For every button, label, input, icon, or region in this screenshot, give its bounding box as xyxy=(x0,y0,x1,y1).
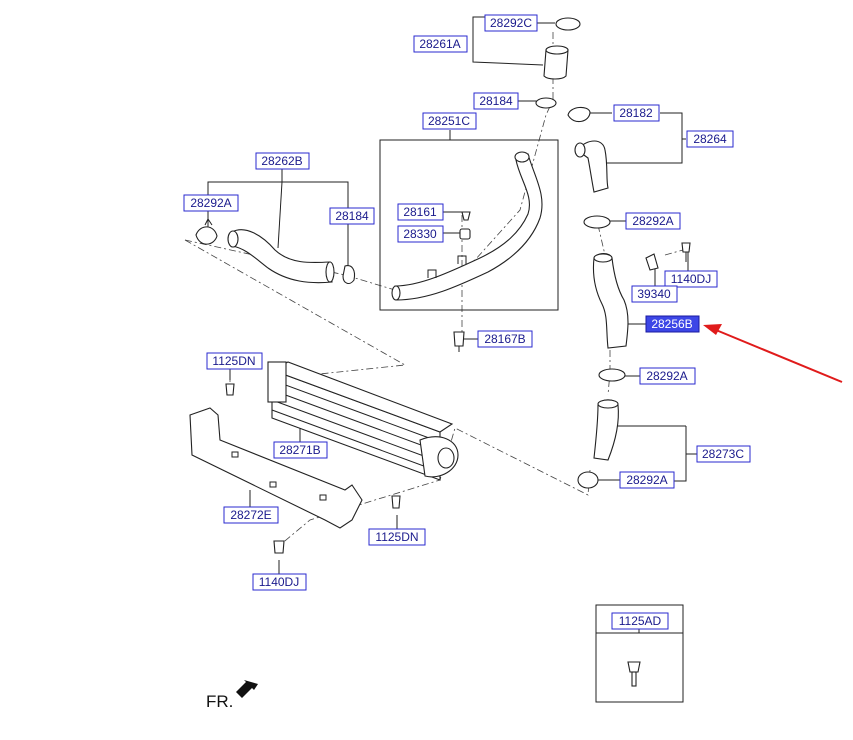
clamp-28292c xyxy=(555,17,581,31)
bolt-1140dj-bottom xyxy=(273,540,285,554)
label-1140dj-right[interactable]: 1140DJ xyxy=(664,270,718,288)
svg-text:28292A: 28292A xyxy=(190,196,231,210)
svg-text:39340: 39340 xyxy=(637,287,671,301)
bracket-39340 xyxy=(645,253,659,271)
svg-text:28273C: 28273C xyxy=(702,447,744,461)
clamp-28292a-low xyxy=(598,368,626,382)
svg-text:28161: 28161 xyxy=(403,205,437,219)
svg-text:28272E: 28272E xyxy=(230,508,271,522)
part-labels: 28292C 28261A 28184 28182 28264 28251C 2… xyxy=(183,14,751,630)
label-28273c[interactable]: 28273C xyxy=(696,445,751,463)
clamp-28292a-left xyxy=(195,218,218,245)
air-guide-28272e xyxy=(189,407,363,529)
svg-text:1140DJ: 1140DJ xyxy=(671,272,711,286)
svg-text:28184: 28184 xyxy=(335,209,369,223)
label-28161[interactable]: 28161 xyxy=(397,203,444,221)
bolt-28167b xyxy=(453,331,465,352)
hose-28262b xyxy=(227,229,335,284)
front-direction-indicator: FR. xyxy=(206,680,258,711)
bolt-1140dj-right xyxy=(681,242,691,262)
front-arrow-icon xyxy=(236,680,258,698)
label-28256b[interactable]: 28256B xyxy=(645,315,700,333)
svg-text:28271B: 28271B xyxy=(279,443,320,457)
front-label: FR. xyxy=(206,692,233,711)
svg-text:28167B: 28167B xyxy=(484,332,525,346)
svg-text:28264: 28264 xyxy=(693,132,727,146)
label-1125dn-bottom[interactable]: 1125DN xyxy=(368,528,426,546)
label-28292c[interactable]: 28292C xyxy=(484,14,538,32)
bolt-1125dn-top xyxy=(225,383,235,396)
bolt-28161 xyxy=(461,211,471,221)
label-1125ad[interactable]: 1125AD xyxy=(611,612,669,630)
svg-text:28256B: 28256B xyxy=(651,317,692,331)
label-28184-left[interactable]: 28184 xyxy=(329,207,375,225)
svg-text:28261A: 28261A xyxy=(419,37,460,51)
clamp-28184-top xyxy=(535,97,557,109)
svg-text:28292C: 28292C xyxy=(490,16,532,30)
label-28167b[interactable]: 28167B xyxy=(477,330,533,348)
label-28261a[interactable]: 28261A xyxy=(413,35,468,53)
label-39340[interactable]: 39340 xyxy=(631,285,678,303)
hose-28264 xyxy=(574,140,609,193)
svg-text:28182: 28182 xyxy=(619,106,653,120)
grommet-28330 xyxy=(459,228,471,240)
label-28272e[interactable]: 28272E xyxy=(223,506,279,524)
svg-text:28292A: 28292A xyxy=(626,473,667,487)
label-28251c[interactable]: 28251C xyxy=(422,112,477,130)
label-28262b[interactable]: 28262B xyxy=(255,152,310,170)
label-28292a-mid[interactable]: 28292A xyxy=(625,212,681,230)
clamp-28182 xyxy=(567,106,591,123)
svg-text:28292A: 28292A xyxy=(646,369,687,383)
hose-28261a xyxy=(543,45,569,80)
svg-text:1125DN: 1125DN xyxy=(375,530,418,544)
label-28271b[interactable]: 28271B xyxy=(273,441,328,459)
svg-text:28251C: 28251C xyxy=(428,114,470,128)
clamp-28292a-mid xyxy=(583,215,611,229)
label-28184-top[interactable]: 28184 xyxy=(473,92,519,110)
label-28292a-left[interactable]: 28292A xyxy=(183,194,239,212)
label-1125dn-top[interactable]: 1125DN xyxy=(206,352,263,370)
intercooler-28271b xyxy=(267,361,459,481)
assembly-box-28251c xyxy=(379,139,559,311)
svg-text:1125DN: 1125DN xyxy=(212,354,255,368)
label-28330[interactable]: 28330 xyxy=(397,225,444,243)
svg-text:28330: 28330 xyxy=(403,227,437,241)
label-1140dj-bottom[interactable]: 1140DJ xyxy=(252,573,307,591)
svg-text:1125AD: 1125AD xyxy=(619,614,662,628)
svg-text:28184: 28184 xyxy=(479,94,513,108)
pipe-28251c xyxy=(391,151,543,301)
svg-text:28262B: 28262B xyxy=(261,154,302,168)
svg-text:1140DJ: 1140DJ xyxy=(259,575,299,589)
label-28292a-low[interactable]: 28292A xyxy=(639,367,696,385)
clamp-28292a-bottom xyxy=(577,471,599,489)
highlight-arrow-icon xyxy=(703,324,843,383)
hose-28273c xyxy=(593,399,619,461)
label-28292a-bottom[interactable]: 28292A xyxy=(619,471,675,489)
clamp-28184-left xyxy=(342,265,356,285)
svg-text:28292A: 28292A xyxy=(632,214,673,228)
bolt-1125ad xyxy=(627,661,641,687)
bolt-1125dn-bottom xyxy=(391,495,401,509)
label-28264[interactable]: 28264 xyxy=(686,130,734,148)
inset-box-1125ad xyxy=(595,604,684,703)
label-28182[interactable]: 28182 xyxy=(613,104,660,122)
hose-28256b xyxy=(592,252,629,349)
